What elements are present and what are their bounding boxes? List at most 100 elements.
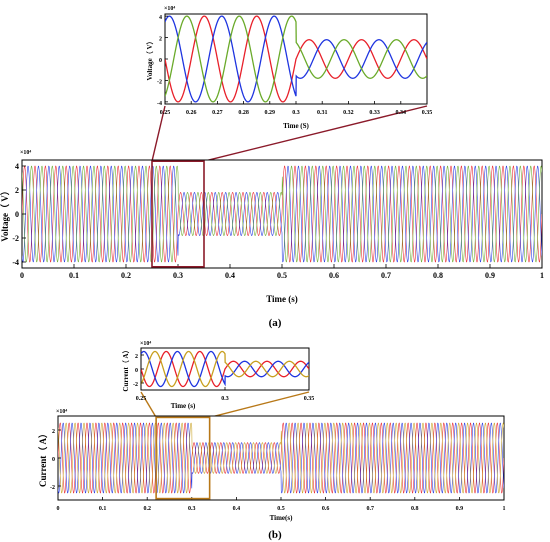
- a-main-xtick-label: 1: [540, 271, 544, 280]
- voltage-inset-plot-area: [165, 15, 427, 103]
- a-inset-phase-3-line: [165, 15, 427, 103]
- current-inset-plot-area: [141, 350, 309, 388]
- b-inset-ytick-label: 2: [135, 354, 138, 360]
- b-main-xtick-label: 0.1: [99, 506, 107, 512]
- b-inset-phase-2-line: [141, 350, 309, 388]
- a-inset-xtick-label: 0.26: [186, 110, 197, 116]
- current-main-exponent: ×10⁴: [56, 409, 67, 415]
- voltage-inset-exponent: ×10⁴: [164, 6, 175, 12]
- b-inset-phase-3-line: [141, 350, 309, 388]
- b-main-ytick-label: -2: [50, 485, 55, 491]
- a-inset-ytick-label: 2: [159, 37, 162, 43]
- a-inset-xtick-label: 0.28: [238, 110, 249, 116]
- voltage-main-chart: 0 0.1 0.2 0.3 0.4 0.5 0.6 0.7 0.8 0.9 1 -4 -2 0 2 4 Vol…: [0, 150, 544, 304]
- a-main-phase-2-line: [22, 165, 542, 263]
- a-main-zoom-connector-left: [151, 105, 166, 162]
- a-inset-xtick-label: 0.33: [369, 110, 380, 116]
- a-main-xtick-label: 0.6: [329, 271, 339, 280]
- current-inset-xlabel: Time (s): [171, 402, 196, 410]
- a-inset-xtick-label: 0.29: [265, 110, 276, 116]
- b-inset-ytick-label: -2: [133, 382, 138, 388]
- a-main-ytick-label: 0: [15, 210, 19, 219]
- caption-a: (a): [269, 317, 282, 329]
- current-inset-ticks: 0.25 0.3 0.35 -2 0 2: [133, 354, 314, 402]
- voltage-zoom-box: [151, 160, 205, 268]
- voltage-main-plot-area: [22, 165, 542, 263]
- a-inset-xtick-label: 0.35: [422, 110, 433, 116]
- b-main-xtick-label: 0.7: [366, 506, 374, 512]
- current-main-plot-area: [58, 422, 504, 494]
- b-main-xtick-label: 0.5: [277, 506, 285, 512]
- a-main-xtick-label: 0.5: [277, 271, 287, 280]
- a-main-xtick-label: 0.8: [433, 271, 443, 280]
- b-main-xtick-label: 0.9: [456, 506, 464, 512]
- a-inset-ytick-label: -2: [157, 79, 162, 85]
- voltage-main-xlabel: Time (s): [266, 294, 298, 304]
- b-main-xtick-label: 0.4: [233, 506, 241, 512]
- a-main-ytick-label: 2: [15, 186, 19, 195]
- caption-b: (b): [268, 529, 282, 541]
- b-main-xtick-label: 0.3: [188, 506, 196, 512]
- voltage-inset-ticks: 0.25 0.26 0.27 0.28 0.29 0.3 0.31 0.32 0.33 0.34 0…: [157, 15, 432, 116]
- current-main-ticks: 0 0.1 0.2 0.3 0.4 0.5 0.6 0.7 0.8 0.9 1 -2 0 2: [50, 429, 506, 512]
- a-inset-xtick-label: 0.3: [292, 110, 300, 116]
- zoom-connectors: [140, 105, 428, 419]
- b-inset-phase-1-line: [141, 350, 309, 388]
- a-inset-xtick-label: 0.31: [317, 110, 328, 116]
- b-main-ytick-label: 0: [52, 457, 55, 463]
- a-inset-ytick-label: 0: [159, 58, 162, 64]
- a-inset-xtick-label: 0.32: [343, 110, 354, 116]
- b-main-phase-2-line: [58, 422, 504, 494]
- a-inset-ytick-label: -4: [157, 101, 162, 107]
- voltage-main-ticks: 0 0.1 0.2 0.3 0.4 0.5 0.6 0.7 0.8 0.9 1 -4 -2 0 2 4: [12, 162, 544, 280]
- current-inset-chart: 0.25 0.3 0.35 -2 0 2 Current（ A） Time (s) ×10…: [122, 341, 314, 410]
- a-inset-ytick-label: 4: [159, 15, 162, 21]
- b-inset-xtick-label: 0.3: [221, 396, 229, 402]
- a-main-xtick-label: 0: [20, 271, 24, 280]
- b-main-xtick-label: 0.6: [322, 506, 330, 512]
- current-inset-ylabel: Current（ A）: [122, 346, 130, 391]
- a-main-ytick-label: -2: [12, 234, 19, 243]
- b-main-xtick-label: 0.8: [411, 506, 419, 512]
- voltage-main-exponent: ×10⁴: [20, 150, 31, 156]
- a-main-xtick-label: 0.2: [121, 271, 131, 280]
- a-main-ytick-label: -4: [12, 258, 19, 267]
- b-main-zoom-connector-right: [209, 391, 310, 419]
- current-main-ylabel: Current（ A）: [38, 429, 48, 487]
- a-main-xtick-label: 0.9: [485, 271, 495, 280]
- b-main-phase-3-line: [58, 422, 504, 494]
- current-zoom-box: [155, 416, 211, 500]
- voltage-inset-xlabel: Time (S): [283, 122, 309, 130]
- a-inset-xtick-label: 0.34: [396, 110, 407, 116]
- a-main-ytick-label: 4: [15, 162, 19, 171]
- a-main-zoom-rect: [151, 160, 205, 268]
- current-main-xlabel: Time(s): [270, 514, 293, 522]
- voltage-inset-ylabel: Voltage（ V）: [146, 37, 154, 80]
- a-main-xtick-label: 0.4: [225, 271, 235, 280]
- b-inset-ytick-label: 0: [135, 368, 138, 374]
- a-inset-phase-2-line: [165, 15, 427, 103]
- a-main-zoom-connector-right: [203, 105, 428, 162]
- a-inset-phase-1-line: [165, 15, 427, 103]
- b-main-zoom-rect: [155, 416, 211, 500]
- b-main-ytick-label: 2: [52, 429, 55, 435]
- a-main-phase-1-line: [22, 165, 542, 263]
- b-inset-xtick-label: 0.25: [136, 396, 147, 402]
- b-inset-xtick-label: 0.35: [304, 396, 315, 402]
- b-main-phase-1-line: [58, 422, 504, 494]
- current-main-chart: 0 0.1 0.2 0.3 0.4 0.5 0.6 0.7 0.8 0.9 1 -2 0 2 Curren…: [38, 409, 506, 522]
- a-inset-xtick-label: 0.27: [212, 110, 223, 116]
- a-main-xtick-label: 0.3: [173, 271, 183, 280]
- b-main-xtick-label: 1: [503, 506, 506, 512]
- a-main-phase-3-line: [22, 165, 542, 263]
- a-inset-xtick-label: 0.25: [160, 110, 171, 116]
- b-main-zoom-connector-left: [140, 391, 157, 418]
- voltage-main-ylabel: Voltage（ V）: [0, 186, 10, 241]
- a-main-xtick-label: 0.7: [381, 271, 391, 280]
- b-main-xtick-label: 0.2: [143, 506, 151, 512]
- a-main-xtick-label: 0.1: [69, 271, 79, 280]
- current-inset-exponent: ×10⁴: [140, 341, 151, 347]
- b-main-xtick-label: 0: [57, 506, 60, 512]
- voltage-inset-chart: 0.25 0.26 0.27 0.28 0.29 0.3 0.31 0.32 0.33 0.34 0…: [146, 6, 432, 130]
